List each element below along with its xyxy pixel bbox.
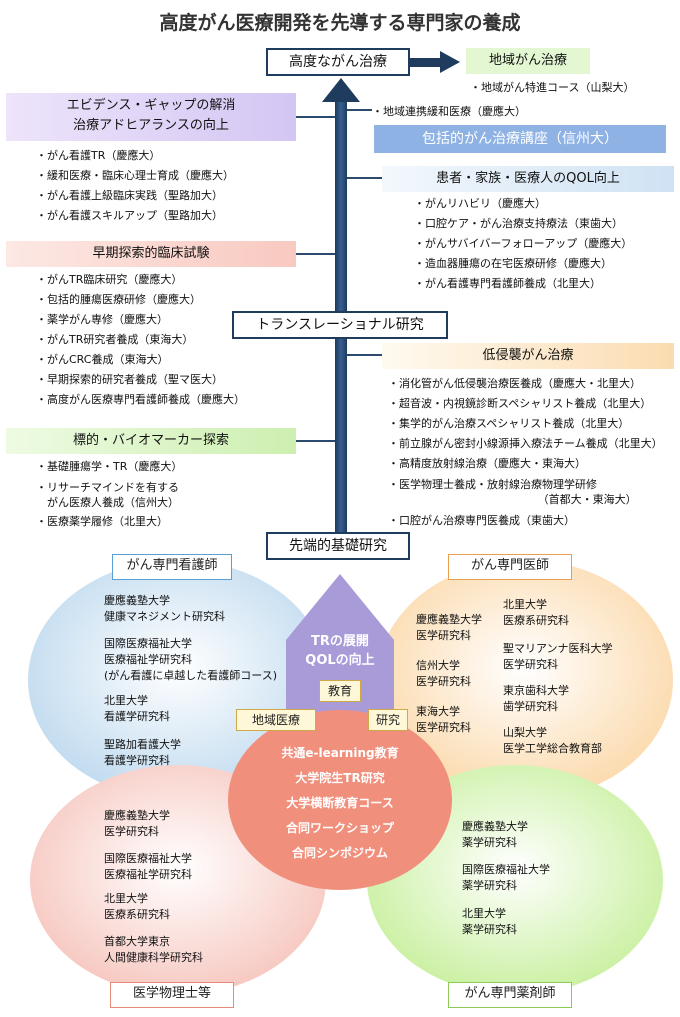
list-item: ・医学物理士養成・放射線治療物理学研修 bbox=[388, 478, 597, 491]
list-item: ・リサーチマインドを有する bbox=[36, 481, 179, 494]
list-item: ・がん看護TR（慶應大） bbox=[36, 149, 161, 162]
education-tag: 教育 bbox=[319, 680, 361, 702]
center-goal: TRの展開 QOLの向上 bbox=[290, 632, 390, 670]
doctor-label: がん専門医師 bbox=[448, 554, 572, 580]
list-item: ・集学的がん治療スペシャリスト養成（北里大） bbox=[388, 417, 630, 430]
qol-improvement-label: QOLの向上 bbox=[305, 653, 375, 668]
list-item: 共通e-learning教育 bbox=[281, 746, 399, 760]
pharmacist-label: がん専門薬剤師 bbox=[448, 982, 572, 1008]
list-item: ・がんCRC養成（東海大） bbox=[36, 353, 169, 366]
comprehensive-course-label: 包括的がん治療講座（信州大） bbox=[422, 131, 618, 147]
list-item: ・がんサバイバーフォローアップ（慶應大） bbox=[414, 237, 633, 250]
physicist-institution: 北里大学 医療系研究科 bbox=[104, 892, 170, 921]
list-item: （首都大・東海大） bbox=[537, 493, 637, 506]
regional-cancer-band: 地域がん治療 bbox=[466, 48, 590, 74]
regional-cancer-label: 地域がん治療 bbox=[488, 53, 567, 68]
list-item: ・がんTR臨床研究（慶應大） bbox=[36, 273, 183, 286]
list-item: ・高度がん医療専門看護師養成（慶應大） bbox=[36, 393, 245, 406]
doctor-institution: 信州大学 医学研究科 bbox=[416, 659, 471, 688]
doctor-institution: 慶應義塾大学 医学研究科 bbox=[416, 613, 482, 642]
list-item: ・がん看護専門看護師養成（北里大） bbox=[414, 277, 601, 290]
evidence-list: ・がん看護TR（慶應大） ・緩和医療・臨床心理士育成（慶應大） ・がん看護上級臨… bbox=[36, 146, 234, 226]
basic-research-box: 先端的基礎研究 bbox=[266, 532, 410, 560]
list-item: ・地域がん特進コース（山梨大） bbox=[470, 81, 635, 94]
pharmacist-institution: 国際医療福祉大学 薬学研究科 bbox=[462, 863, 550, 892]
evidence-gap-band: エビデンス・ギャップの解消 治療アドヒアランスの向上 bbox=[6, 93, 296, 141]
list-item: 大学院生TR研究 bbox=[295, 771, 385, 785]
physicist-institution: 慶應義塾大学 医学研究科 bbox=[104, 809, 170, 838]
regional-medicine-tag: 地域医療 bbox=[236, 709, 316, 731]
list-item: ・薬学がん専修（慶應大） bbox=[36, 313, 168, 326]
spine-arrowhead bbox=[322, 78, 360, 102]
nurse-circle bbox=[28, 560, 328, 800]
early-clinical-list: ・がんTR臨床研究（慶應大） ・包括的腫瘍医療研修（慶應大） ・薬学がん専修（慶… bbox=[36, 270, 245, 410]
list-item: ・高精度放射線治療（慶應大・東海大） bbox=[388, 457, 586, 470]
list-item: ・がん看護スキルアップ（聖路加大） bbox=[36, 209, 223, 222]
list-item: ・がん看護上級臨床実践（聖路加大） bbox=[36, 189, 223, 202]
list-item: 合同シンポジウム bbox=[291, 846, 388, 860]
list-item: ・前立腺がん密封小線源挿入療法チーム養成（北里大） bbox=[388, 437, 663, 450]
biomarker-list: ・基礎腫瘍学・TR（慶應大） ・リサーチマインドを有する がん医療人養成（信州大… bbox=[36, 457, 182, 532]
list-item: ・がんTR研究者養成（東海大） bbox=[36, 333, 194, 346]
comprehensive-course-band: 包括的がん治療講座（信州大） bbox=[374, 125, 666, 153]
nurse-institution: 北里大学 看護学研究科 bbox=[104, 694, 170, 723]
list-item: がん医療人養成（信州大） bbox=[47, 496, 179, 509]
nurse-institution: 聖路加看護大学 看護学研究科 bbox=[104, 738, 181, 767]
list-item: 大学横断教育コース bbox=[286, 796, 394, 810]
list-item: 合同ワークショップ bbox=[285, 821, 394, 835]
list-item: ・口腔がん治療専門医養成（東歯大） bbox=[388, 514, 575, 527]
list-item: ・医療薬学履修（北里大） bbox=[36, 515, 168, 528]
translational-research-box: トランスレーショナル研究 bbox=[232, 311, 448, 339]
physicist-institution: 国際医療福祉大学 医療福祉学研究科 bbox=[104, 852, 192, 881]
pharmacist-institution: 慶應義塾大学 薬学研究科 bbox=[462, 820, 528, 849]
qol-label: 患者・家族・医療人のQOL向上 bbox=[436, 171, 620, 186]
early-clinical-label: 早期探索的臨床試験 bbox=[92, 246, 210, 261]
list-item: ・緩和医療・臨床心理士育成（慶應大） bbox=[36, 169, 234, 182]
nurse-institution: 慶應義塾大学 健康マネジメント研究科 bbox=[104, 594, 225, 623]
doctor-institution: 東海大学 医学研究科 bbox=[416, 705, 471, 734]
physicist-label: 医学物理士等 bbox=[110, 982, 234, 1008]
doctor-institution: 北里大学 医療系研究科 bbox=[503, 598, 569, 627]
pharmacist-institution: 北里大学 薬学研究科 bbox=[462, 907, 517, 936]
minimally-invasive-band: 低侵襲がん治療 bbox=[382, 343, 674, 369]
doctor-institution: 東京歯科大学 歯学研究科 bbox=[503, 684, 569, 713]
qol-band: 患者・家族・医療人のQOL向上 bbox=[382, 166, 674, 192]
early-clinical-band: 早期探索的臨床試験 bbox=[6, 241, 296, 267]
evidence-gap-label: エビデンス・ギャップの解消 bbox=[66, 98, 236, 113]
minimally-invasive-list: ・消化管がん低侵襲治療医養成（慶應大・北里大） ・超音波・内視鏡診断スペシャリス… bbox=[388, 374, 663, 531]
adherence-label: 治療アドヒアランスの向上 bbox=[73, 118, 229, 133]
minimally-invasive-label: 低侵襲がん治療 bbox=[482, 348, 574, 363]
doctor-institution: 山梨大学 医学工学総合教育部 bbox=[503, 726, 602, 755]
nurse-institution: 国際医療福祉大学 医療福祉学研究科 (がん看護に卓越した看護師コース) bbox=[104, 637, 278, 682]
qol-list: ・がんリハビリ（慶應大） ・口腔ケア・がん治療支持療法（東歯大） ・がんサバイバ… bbox=[414, 194, 632, 294]
list-item: ・早期探索的研究者養成（聖マ医大） bbox=[36, 373, 223, 386]
renkei-item: ・地域連携緩和医療（慶應大） bbox=[372, 105, 526, 118]
regional-list: ・地域がん特進コース（山梨大） bbox=[470, 78, 634, 98]
list-item: ・包括的腫瘍医療研修（慶應大） bbox=[36, 293, 201, 306]
list-item: ・口腔ケア・がん治療支持療法（東歯大） bbox=[414, 217, 623, 230]
biomarker-label: 標的・バイオマーカー探索 bbox=[72, 433, 229, 448]
biomarker-band: 標的・バイオマーカー探索 bbox=[6, 428, 296, 454]
page-title: 高度がん医療開発を先導する専門家の養成 bbox=[159, 12, 521, 34]
list-item: ・超音波・内視鏡診断スペシャリスト養成（北里大） bbox=[388, 397, 652, 410]
tr-expansion-label: TRの展開 bbox=[311, 634, 369, 649]
list-item: ・消化管がん低侵襲治療医養成（慶應大・北里大） bbox=[388, 377, 641, 390]
doctor-circle bbox=[377, 560, 673, 800]
doctor-institution: 聖マリアンナ医科大学 医学研究科 bbox=[503, 642, 613, 671]
center-house-shape bbox=[286, 574, 394, 720]
advanced-treatment-box: 高度ながん治療 bbox=[266, 48, 410, 76]
research-tag: 研究 bbox=[368, 709, 408, 731]
center-circle bbox=[228, 710, 452, 890]
common-program-list: 共通e-learning教育 大学院生TR研究 大学横断教育コース 合同ワークシ… bbox=[240, 741, 440, 866]
list-item: ・がんリハビリ（慶應大） bbox=[414, 197, 546, 210]
list-item: ・造血器腫瘍の在宅医療研修（慶應大） bbox=[414, 257, 612, 270]
nurse-label: がん専門看護師 bbox=[112, 554, 232, 580]
regional-arrowhead bbox=[440, 51, 460, 73]
list-item: ・基礎腫瘍学・TR（慶應大） bbox=[36, 460, 183, 473]
physicist-institution: 首都大学東京 人間健康科学研究科 bbox=[104, 935, 203, 964]
